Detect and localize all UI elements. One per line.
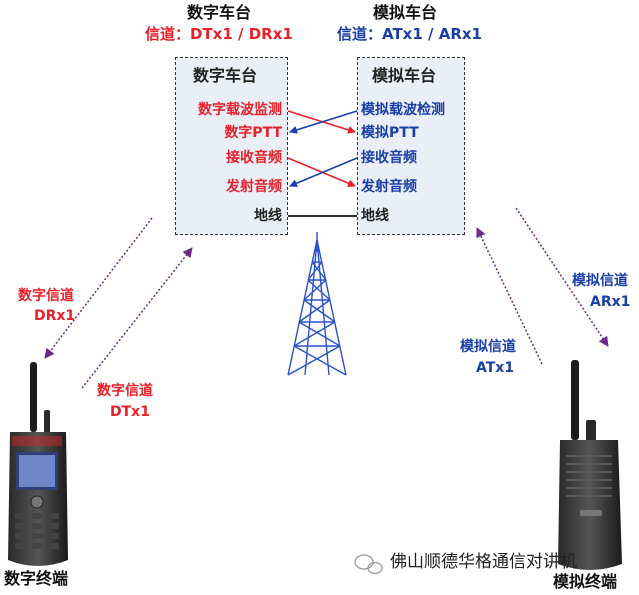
analog-uplink-arrow <box>476 227 543 365</box>
digital-row-tx-audio: 发射音频 <box>226 179 282 195</box>
analog-rx-channel-code: ARx1 <box>590 294 631 310</box>
digital-row-ptt: 数字PTT <box>224 125 282 141</box>
digital-tx-channel-label: 数字信道 <box>97 383 153 399</box>
carrier-to-ptt-arrow-2 <box>289 110 358 134</box>
digital-row-carrier: 数字载波监测 <box>198 102 282 118</box>
digital-downlink-arrow <box>44 217 153 359</box>
digital-station-box <box>175 57 288 235</box>
watermark-text: 佛山顺德华格通信对讲机 <box>390 552 577 572</box>
analog-station-box <box>357 57 465 235</box>
analog-radio-icon <box>558 360 622 570</box>
analog-station-heading: 模拟车台 <box>373 3 438 22</box>
wechat-icon <box>354 554 383 575</box>
analog-row-carrier: 模拟载波检测 <box>361 102 445 118</box>
digital-terminal-label: 数字终端 <box>4 569 69 588</box>
digital-box-title: 数字车台 <box>193 66 258 85</box>
analog-channel-label: 信道：ATx1 / ARx1 <box>337 25 482 43</box>
rx-to-tx-audio-arrow-2 <box>289 157 358 187</box>
digital-radio-icon <box>8 362 68 566</box>
analog-box-title: 模拟车台 <box>372 66 437 85</box>
analog-tx-channel-label: 模拟信道 <box>460 339 516 355</box>
analog-rx-channel-label: 模拟信道 <box>572 273 628 289</box>
digital-row-rx-audio: 接收音频 <box>226 150 282 166</box>
digital-rx-channel-code: DRx1 <box>34 308 76 324</box>
digital-station-heading: 数字车台 <box>187 3 252 22</box>
analog-tx-channel-code: ATx1 <box>476 360 515 376</box>
digital-rx-channel-label: 数字信道 <box>18 288 74 304</box>
digital-channel-label: 信道：DTx1 / DRx1 <box>145 25 293 43</box>
radio-tower-icon <box>287 232 347 376</box>
digital-row-ground: 地线 <box>254 208 282 224</box>
analog-row-rx-audio: 接收音频 <box>361 150 417 166</box>
analog-row-tx-audio: 发射音频 <box>361 179 417 195</box>
analog-terminal-label: 模拟终端 <box>553 572 618 591</box>
analog-row-ground: 地线 <box>361 208 389 224</box>
analog-row-ptt: 模拟PTT <box>361 125 419 141</box>
digital-tx-channel-code: DTx1 <box>110 404 150 420</box>
digital-uplink-arrow <box>81 247 193 389</box>
